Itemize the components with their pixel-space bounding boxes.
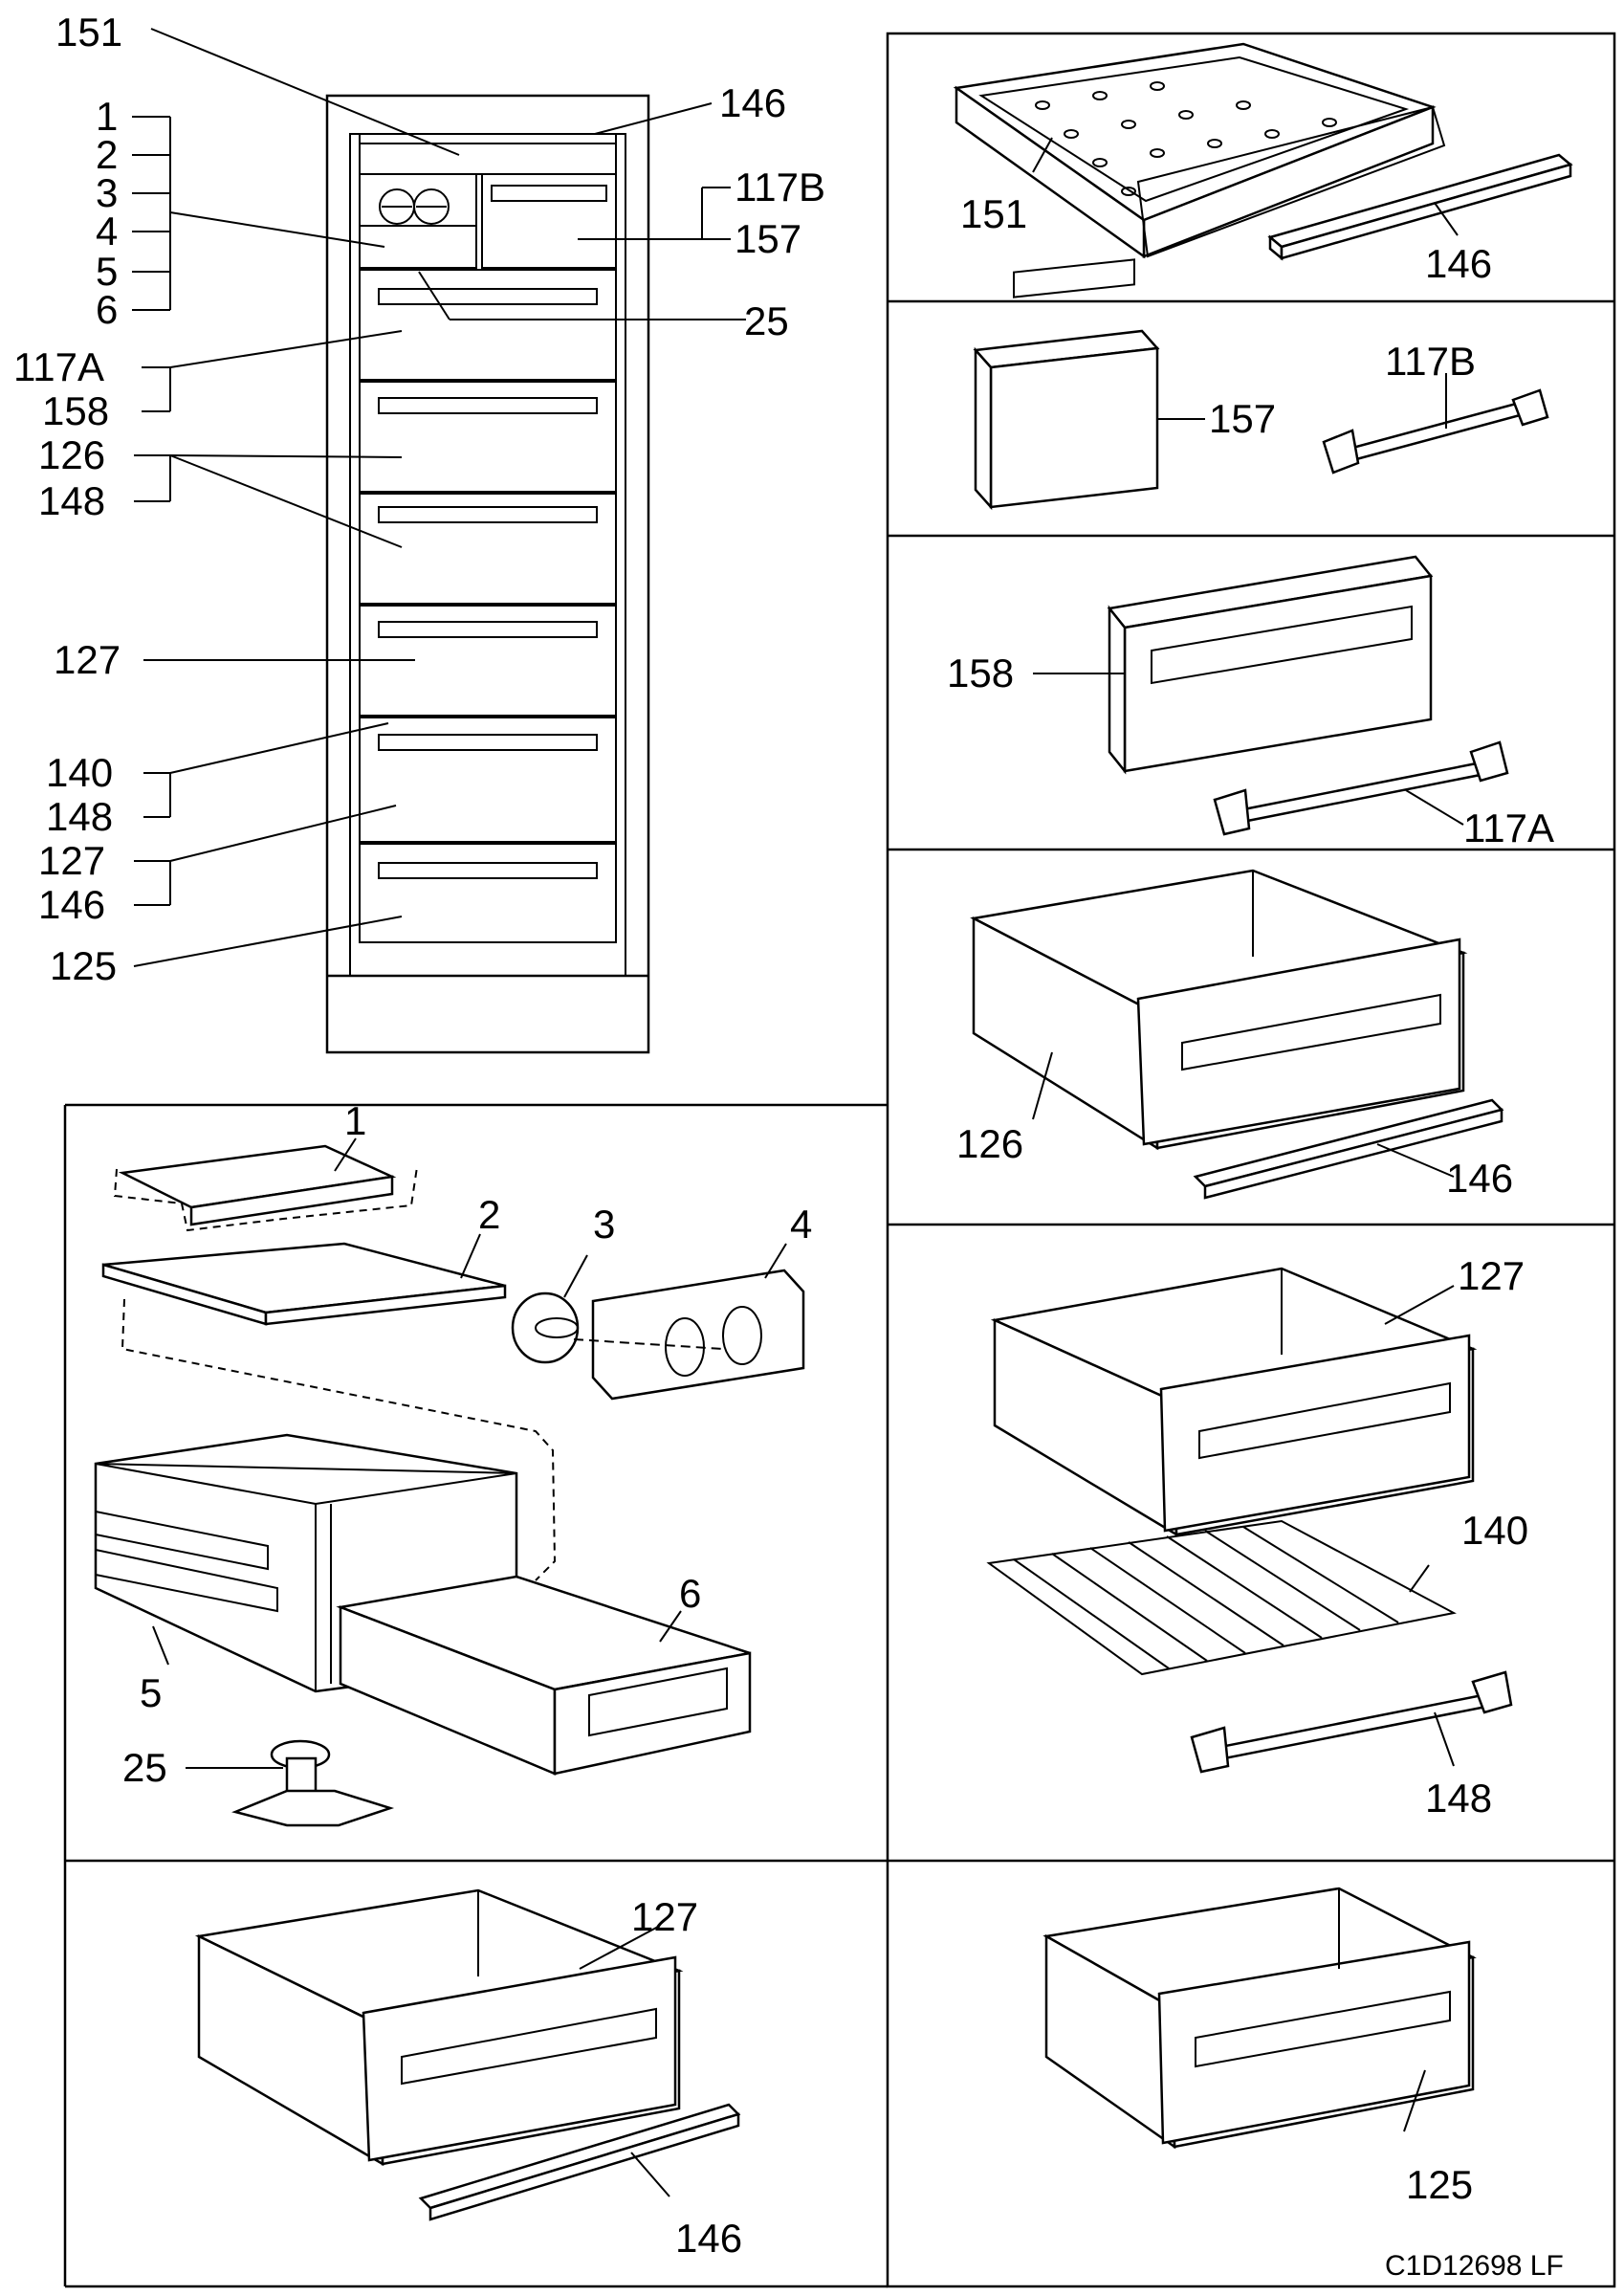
diagram-code: C1D12698 LF [1385,2250,1564,2282]
panel-126-label: 126 [956,1121,1023,1166]
control-label-2: 2 [478,1192,500,1237]
panel-grid [63,32,1616,2288]
label-158: 158 [42,388,109,433]
label-5: 5 [96,249,118,294]
label-146-lower: 146 [38,882,105,927]
label-127: 127 [54,637,121,682]
control-label-5: 5 [140,1670,162,1715]
panel-control-unit: 1 2 3 4 5 6 [94,1098,812,1827]
wire-shelf-rods [1013,1526,1399,1669]
panel-157-label: 157 [1209,396,1276,441]
label-148-lower: 148 [46,794,113,839]
label-146: 146 [719,80,786,125]
panel-127-lower-label-146: 146 [675,2216,742,2261]
panel-151-label-146: 146 [1425,241,1492,286]
label-126: 126 [38,432,105,477]
panel-158-label: 158 [947,651,1014,695]
freezer-cabinet [325,94,650,1054]
panel-126-label-146: 146 [1446,1156,1513,1201]
label-4: 4 [96,209,118,254]
control-label-25: 25 [122,1745,167,1790]
panel-157-label-117b: 117B [1385,339,1476,384]
panel-flap-157: 157 117B [973,258,1549,511]
label-3: 3 [96,170,118,215]
label-117b: 117B [735,165,825,210]
panel-127-label-148: 148 [1425,1776,1492,1821]
panel-drawer-127-lower: 127 146 [194,1888,742,2261]
label-140: 140 [46,750,113,795]
label-2: 2 [96,132,118,177]
label-151: 151 [55,10,122,55]
control-label-1: 1 [344,1098,366,1143]
panel-drawer-125: 125 [1042,1887,1477,2207]
panel-flap-158: 158 117A [947,555,1554,850]
control-label-6: 6 [679,1571,701,1616]
label-157: 157 [735,216,801,261]
control-label-3: 3 [593,1202,615,1247]
label-25: 25 [744,298,789,343]
overview-leader-lines [132,28,746,967]
panel-158-label-117a: 117A [1463,806,1554,850]
label-127-lower: 127 [38,838,105,883]
panel-151-label: 151 [960,191,1027,236]
panel-drawer-126: 126 146 [956,869,1513,1201]
label-117a: 117A [13,344,104,389]
panel-127-label: 127 [1458,1253,1525,1298]
label-148: 148 [38,478,105,523]
label-6: 6 [96,287,118,332]
overview-labels: 151 146 1 2 3 4 5 6 117B 157 25 117A 158… [13,10,825,988]
label-125: 125 [50,943,117,988]
control-label-4: 4 [790,1202,812,1247]
panel-127-lower-label: 127 [631,1894,698,1939]
panel-127-label-140: 140 [1461,1508,1528,1553]
label-1: 1 [96,94,118,139]
tray-holes [1035,81,1337,196]
panel-drawer-127: 127 140 148 [986,1253,1528,1821]
panel-125-label: 125 [1406,2162,1473,2207]
panel-shelf-151: 151 146 [953,42,1573,286]
